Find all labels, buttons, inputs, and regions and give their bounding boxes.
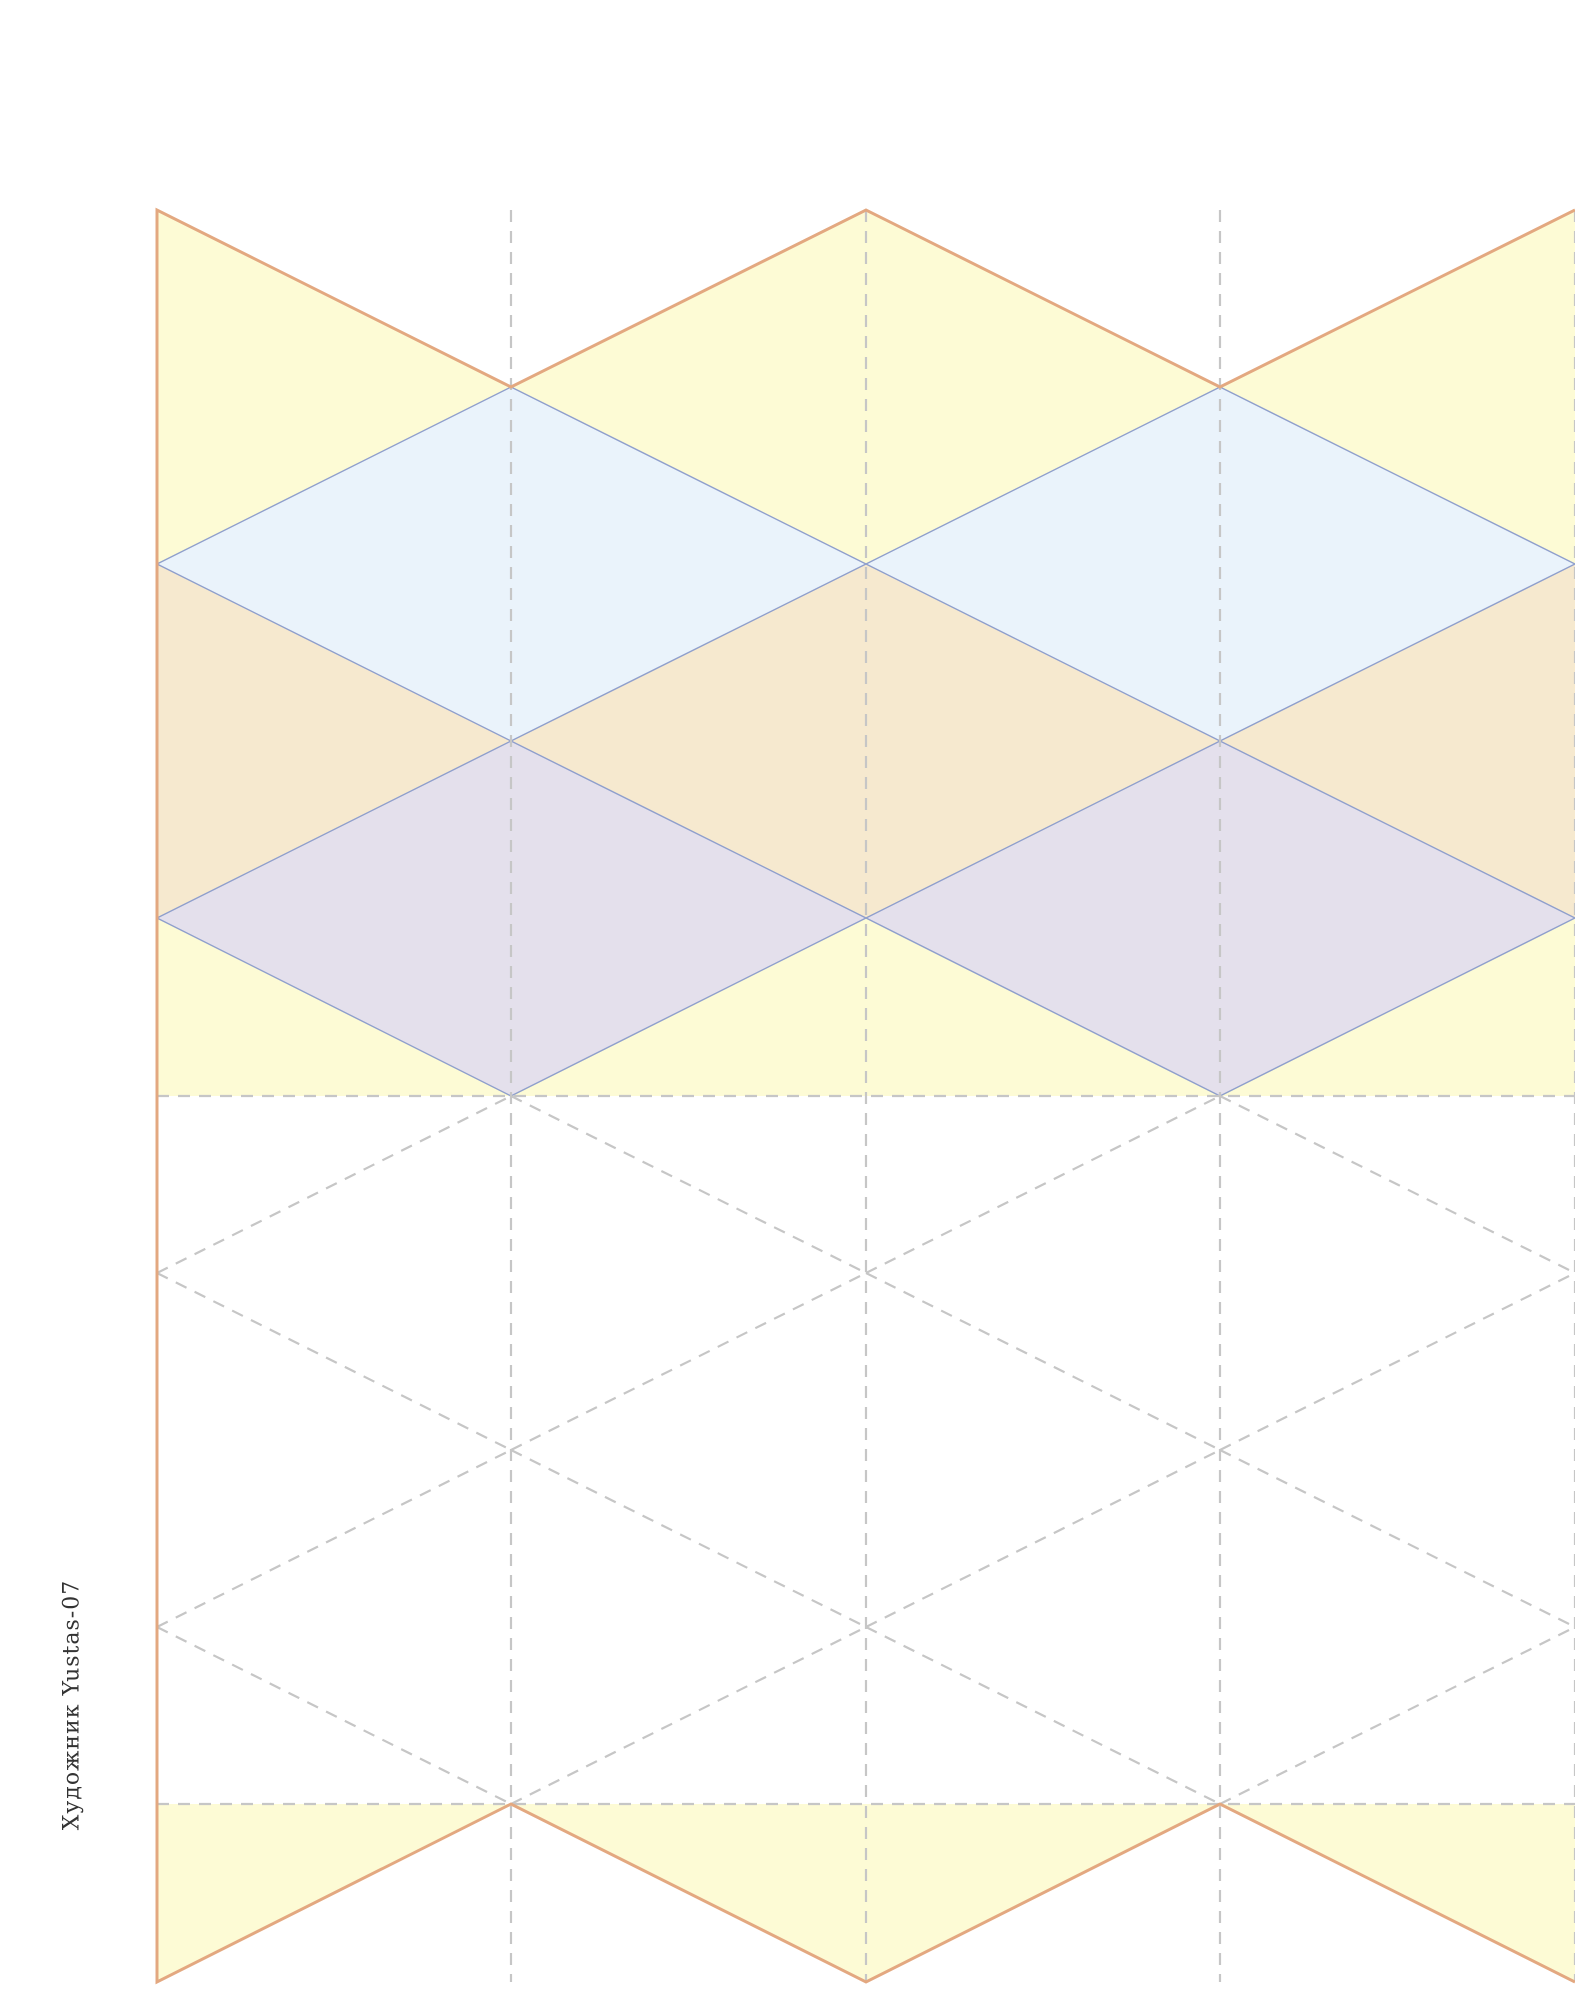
peach-face — [511, 564, 866, 918]
face-edge — [156, 917, 512, 1097]
face-edge — [865, 740, 1221, 919]
face-edge — [1219, 563, 1575, 742]
peach-face — [157, 564, 511, 918]
fold-lines — [156, 210, 1575, 1982]
artist-credit: Художник Yustas-07 — [59, 1579, 85, 1831]
peach-face — [1220, 564, 1575, 918]
face-edge — [865, 917, 1221, 1097]
face-edge — [1219, 386, 1575, 565]
fold-line-diagonal — [865, 1272, 1221, 1451]
face-edge — [156, 386, 512, 565]
face-edge — [510, 917, 867, 1097]
fold-line-diagonal — [865, 1449, 1221, 1628]
face-edge — [510, 563, 867, 742]
yellow-face — [157, 210, 511, 564]
face-edge — [1219, 740, 1575, 919]
fold-line-diagonal — [156, 1095, 512, 1274]
fold-line-diagonal — [1219, 1272, 1575, 1451]
face-edge — [510, 740, 867, 919]
face-edge — [156, 563, 512, 742]
face-edge — [510, 386, 867, 565]
peach-face — [866, 564, 1220, 918]
yellow-face — [511, 210, 866, 564]
cut-outline-path — [155, 207, 1575, 1985]
fold-line-diagonal — [865, 1095, 1221, 1274]
yellow-face — [511, 918, 1220, 1096]
fold-line-diagonal — [865, 1626, 1221, 1805]
fold-line-diagonal — [1219, 1095, 1575, 1274]
face-edge — [1219, 917, 1575, 1097]
fold-line-diagonal — [510, 1272, 867, 1451]
fold-line-diagonal — [156, 1626, 512, 1805]
cut-outline — [155, 207, 1575, 1985]
fold-line-diagonal — [156, 1449, 512, 1628]
yellow-face — [1220, 210, 1575, 564]
face-edge — [865, 563, 1221, 742]
fold-line-diagonal — [1219, 1449, 1575, 1628]
face-edges — [156, 386, 1575, 1097]
face-edge — [865, 386, 1221, 565]
fold-line-diagonal — [510, 1626, 867, 1805]
face-edge — [156, 740, 512, 919]
fold-line-diagonal — [510, 1095, 867, 1274]
fold-line-diagonal — [510, 1449, 867, 1628]
yellow-face — [866, 210, 1220, 564]
fold-line-diagonal — [156, 1272, 512, 1451]
fold-line-diagonal — [1219, 1626, 1575, 1805]
